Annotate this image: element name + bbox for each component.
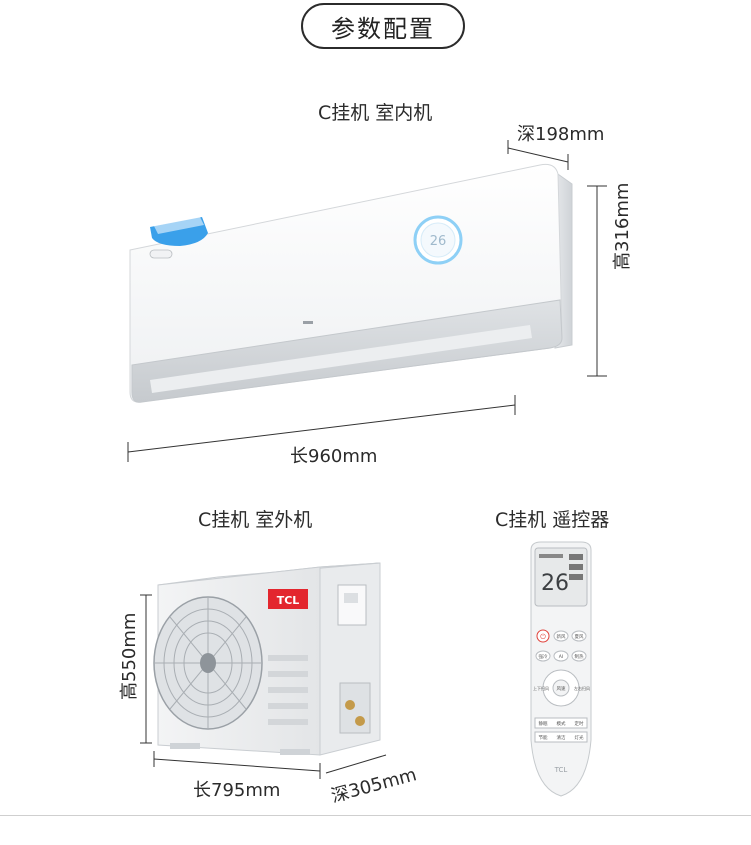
tcl-badge — [268, 589, 308, 609]
svg-text:清洁: 清洁 — [557, 734, 566, 741]
indoor-height: 高316mm — [612, 182, 633, 270]
svg-text:静眠: 静眠 — [539, 720, 548, 727]
remote-btn-3[interactable] — [535, 650, 551, 662]
outdoor-height: 高550mm — [119, 612, 140, 700]
outdoor-depth-line — [325, 754, 387, 774]
section-title-text: 参数配置 — [331, 14, 435, 43]
remote-btn-1[interactable] — [553, 630, 569, 642]
svg-text:节能: 节能 — [539, 734, 548, 741]
remote-lcd — [534, 547, 588, 607]
outdoor-brand: TCL — [277, 594, 300, 607]
length-dimension-line — [127, 404, 516, 453]
svg-text:夏风: 夏风 — [575, 634, 584, 640]
svg-text:模式: 模式 — [557, 720, 566, 727]
remote-label: C挂机 遥控器 — [495, 509, 610, 531]
section-title: 参数配置 — [301, 3, 465, 49]
svg-text:制热: 制热 — [575, 653, 584, 660]
outdoor-length-line — [153, 758, 321, 772]
svg-text:⏻: ⏻ — [540, 633, 546, 641]
outdoor-unit-label: C挂机 室外机 — [198, 509, 313, 531]
indoor-unit-label: C挂机 室内机 — [318, 102, 433, 124]
badge-icon — [149, 249, 173, 259]
brand-logo-icon — [303, 321, 313, 324]
fan-grille — [153, 596, 263, 730]
bottom-divider — [0, 815, 751, 816]
remote-brand: TCL — [554, 766, 568, 774]
remote-btn-5[interactable] — [571, 650, 587, 662]
svg-text:上下扫风: 上下扫风 — [533, 685, 549, 691]
indoor-unit-illustration: 26 — [127, 140, 607, 462]
remote-lcd-temp: 26 — [541, 571, 569, 596]
outdoor-unit-illustration: TCL — [140, 562, 387, 779]
indoor-length: 长960mm — [290, 446, 378, 467]
svg-text:强冷: 强冷 — [539, 653, 548, 660]
svg-text:定时: 定时 — [575, 720, 584, 727]
remote-illustration: 26 ⏻ 新风 夏风 强冷 AI 制热 风速 上下扫风 左右扫风 静眠 模式 定… — [530, 541, 592, 797]
remote-row-2[interactable] — [534, 731, 588, 743]
svg-text:左右扫风: 左右扫风 — [574, 685, 590, 691]
svg-text:新风: 新风 — [557, 633, 566, 640]
indoor-depth: 深198mm — [517, 124, 605, 145]
remote-row-1[interactable] — [534, 717, 588, 729]
svg-text:灯光: 灯光 — [575, 734, 584, 741]
temperature-display: 26 — [413, 215, 463, 265]
svg-text:风速: 风速 — [557, 686, 566, 692]
remote-btn-2[interactable] — [571, 630, 587, 642]
display-temp: 26 — [430, 234, 447, 249]
svg-text:AI: AI — [559, 654, 563, 660]
outdoor-length: 长795mm — [193, 780, 281, 801]
depth-dimension-line — [507, 147, 569, 163]
valve-icon — [345, 700, 355, 710]
power-button[interactable] — [536, 629, 550, 643]
remote-btn-4[interactable] — [553, 650, 569, 662]
